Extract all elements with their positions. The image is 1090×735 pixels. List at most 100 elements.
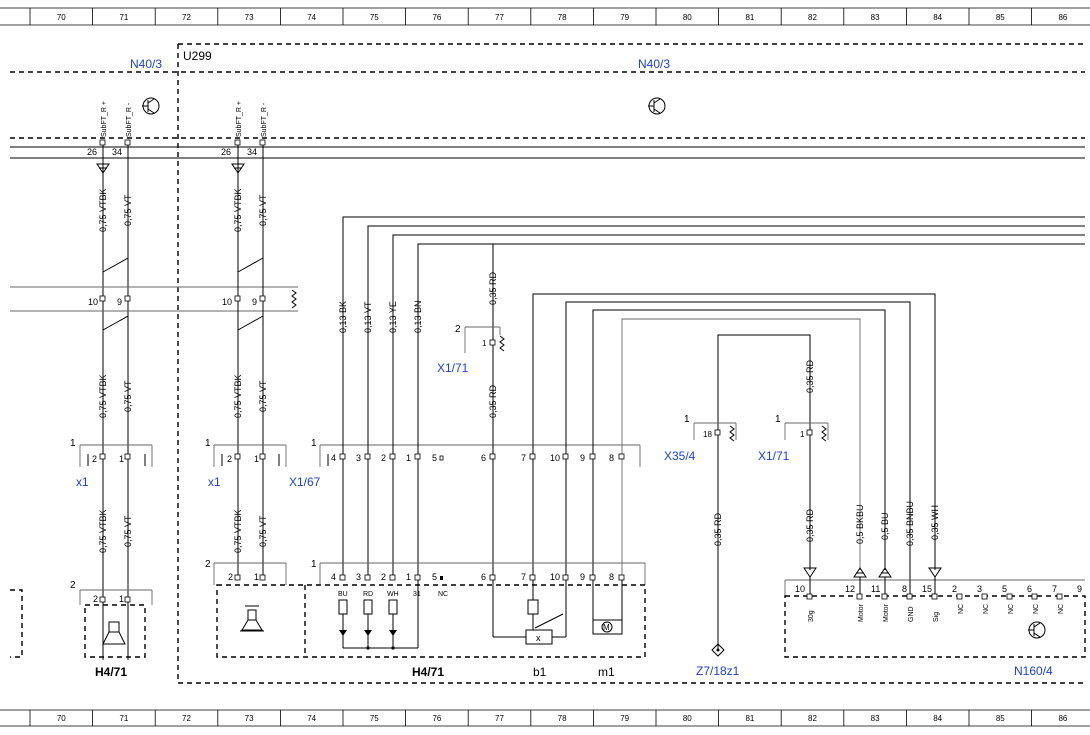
pin-number: 1 [311, 438, 317, 449]
x1-71-label-a: X1/71 [437, 361, 469, 375]
pin-number: 9 [580, 572, 585, 582]
wire-label: 0,75 VT [258, 194, 268, 226]
grid-column-label: 86 [1058, 714, 1067, 723]
pin-number: 1 [311, 559, 317, 570]
pin-number: 6 [481, 572, 486, 582]
pin-function: NC [1008, 604, 1015, 614]
pin-label: SubFT_R - [126, 102, 133, 137]
pin-number: 1 [119, 594, 124, 604]
pin-label: SubFT_R + [101, 101, 108, 137]
wire-label: 0,35 RD [805, 508, 815, 542]
pin-number: 8 [609, 572, 614, 582]
pin-number: 4 [331, 572, 336, 582]
n160-4-label: N160/4 [1014, 664, 1053, 678]
grid-column-label: 82 [808, 714, 817, 723]
wire-label: 0,35 WH [930, 505, 940, 540]
x1-71-connector-a [464, 326, 505, 353]
h4-71-main-connector [213, 562, 646, 658]
grid-column-label: 80 [683, 714, 692, 723]
n40-3-band [10, 71, 1085, 139]
pin-socket [931, 593, 938, 600]
wire-label: 0,13 YE [388, 301, 398, 333]
splice-icon [711, 643, 725, 657]
pin-number: 10 [550, 572, 560, 582]
pin-number: 5 [432, 453, 437, 463]
h4-71-left-label: H4/71 [95, 665, 127, 679]
pin-socket [856, 593, 863, 600]
harness-band [10, 286, 298, 312]
pin-number: 15 [922, 584, 932, 594]
n160-4-module [784, 567, 1086, 658]
pin-number: 3 [356, 572, 361, 582]
pin-number: 1 [684, 414, 690, 425]
pin-function: NC [958, 604, 965, 614]
pin-number: 2 [205, 559, 211, 570]
pin-function: 30g [808, 610, 815, 622]
transistor-icon [648, 97, 666, 115]
grid-column-label: 79 [620, 714, 629, 723]
grid-column-label: 72 [182, 714, 191, 723]
wire-label: 0,75 VTBK [233, 188, 243, 232]
pin-number: 2 [455, 324, 461, 335]
x1-left-label: x1 [76, 475, 89, 489]
left-group: SubFT_R + SubFT_R - 26 34 0,75 VTBK 0,75… [87, 101, 133, 660]
grid-column-label: 84 [933, 13, 942, 22]
pin-number: 26 [87, 147, 97, 157]
grid-column-label: 80 [683, 13, 692, 22]
h4-71-main-label: H4/71 [412, 665, 444, 679]
pin-socket [1006, 593, 1013, 600]
pin-socket [981, 593, 988, 600]
pin-number: 10 [88, 297, 98, 307]
pin-number: 12 [845, 584, 855, 594]
h4-71-left-speaker [79, 589, 153, 658]
pin-number: 7 [521, 453, 526, 463]
bottom-ruler [0, 709, 1090, 727]
pin-socket [956, 593, 963, 600]
n40-3-main-label: N40/3 [638, 57, 670, 71]
pin-function: Motor [858, 603, 865, 622]
pin-number: 10 [222, 297, 232, 307]
partial-component [10, 589, 23, 658]
wire-label: 0,75 VTBK [233, 374, 243, 418]
ruler-ticks [29, 8, 1032, 726]
pin-number: 26 [221, 147, 231, 157]
grid-column-label: 83 [871, 714, 880, 723]
pin-number: 3 [356, 453, 361, 463]
pin-socket [1056, 593, 1063, 600]
lamp-label: 31 [413, 591, 421, 598]
grid-column-label: 75 [370, 13, 379, 22]
wire-label: 0,75 VTBK [233, 509, 243, 553]
grid-column-label: 77 [495, 13, 504, 22]
wire-label: 0,75 VTBK [98, 188, 108, 232]
x1-left-connector [79, 444, 153, 467]
wire-label: 0,13 BN [413, 300, 423, 333]
pin-number: 3 [977, 584, 982, 594]
wire-label: 0,5 BU [880, 512, 890, 540]
pin-number: 9 [117, 297, 122, 307]
grid-column-label: 78 [558, 13, 567, 22]
pin-number: 2 [381, 453, 386, 463]
pin-number: 11 [871, 584, 880, 594]
grid-column-label: 73 [245, 714, 254, 723]
pin-number: 2 [227, 454, 232, 464]
wire-label: 0,75 VT [123, 515, 133, 547]
pin-function: GND [908, 606, 915, 622]
pin-number: 2 [952, 584, 957, 594]
transistor-icon [142, 97, 160, 115]
pin-number: 1 [119, 454, 124, 464]
grid-column-label: 73 [245, 13, 254, 22]
pin-number: 1 [800, 430, 805, 439]
n40-3-left-label: N40/3 [130, 57, 162, 71]
x1-67-pins [339, 453, 625, 461]
pin-number: 9 [580, 453, 585, 463]
pin-function: NC [983, 604, 990, 614]
pin-number: 2 [92, 454, 97, 464]
wire-label: 0,5 BKBU [855, 504, 865, 544]
pin-number: 18 [703, 430, 712, 439]
transistor-icon [1028, 621, 1046, 639]
grid-column-label: 79 [620, 13, 629, 22]
grid-column-label: 78 [558, 714, 567, 723]
pin-number: 2 [70, 580, 76, 591]
